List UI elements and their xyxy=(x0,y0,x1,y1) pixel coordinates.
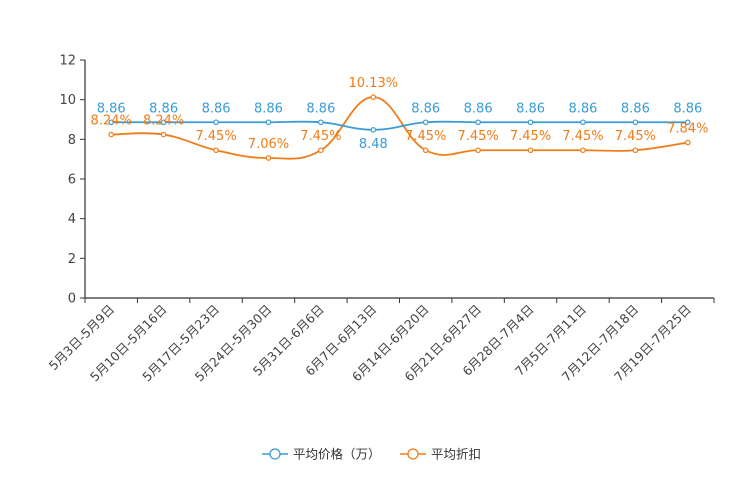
discount-point xyxy=(108,131,115,138)
price-point xyxy=(475,119,481,126)
price-data-label: 8.86 xyxy=(306,101,335,116)
discount-point xyxy=(527,147,534,154)
price-data-label: 8.86 xyxy=(516,101,545,116)
discount-point xyxy=(160,131,167,138)
price-point xyxy=(318,119,324,126)
discount-data-label: 7.45% xyxy=(195,129,236,144)
discount-data-label: 7.45% xyxy=(457,129,498,144)
y-tick-label: 10 xyxy=(59,93,76,108)
y-tick-label: 8 xyxy=(68,133,76,148)
price-data-label: 8.86 xyxy=(464,101,493,116)
discount-data-label: 7.45% xyxy=(562,129,603,144)
price-point xyxy=(108,119,115,126)
price-series-line xyxy=(111,120,688,131)
price-point xyxy=(632,119,639,126)
discount-data-label: 8.24% xyxy=(143,114,184,129)
price-point xyxy=(684,119,691,126)
price-data-label: 8.86 xyxy=(673,101,702,116)
price-point xyxy=(370,127,377,133)
price-point xyxy=(580,119,586,126)
price-data-label: 8.86 xyxy=(411,101,440,116)
discount-point xyxy=(370,94,377,100)
y-tick-label: 4 xyxy=(68,212,76,227)
price-data-label: 8.86 xyxy=(621,101,650,116)
price-data-label: 8.86 xyxy=(254,101,283,116)
legend-discount-marker xyxy=(407,448,419,460)
discount-data-label: 7.45% xyxy=(510,129,551,144)
y-tick-label: 2 xyxy=(68,252,76,267)
discount-data-label: 7.06% xyxy=(248,137,289,152)
price-point xyxy=(160,119,167,126)
discount-point xyxy=(318,147,324,154)
discount-data-label: 7.45% xyxy=(405,129,446,144)
price-data-label: 8.86 xyxy=(568,101,597,116)
legend-price-label: 平均价格（万） xyxy=(293,447,381,462)
price-point xyxy=(265,119,272,126)
price-data-label: 8.86 xyxy=(149,101,178,116)
discount-series-line xyxy=(111,96,688,160)
discount-point xyxy=(422,147,429,154)
discount-point xyxy=(265,155,272,161)
discount-point xyxy=(475,147,481,154)
discount-point xyxy=(213,147,219,154)
price-point xyxy=(422,119,429,126)
price-data-label: 8.86 xyxy=(202,101,231,116)
discount-point xyxy=(580,147,586,154)
price-data-label: 8.86 xyxy=(97,101,126,116)
price-point xyxy=(527,119,534,126)
legend-price-marker xyxy=(269,448,281,460)
discount-data-label: 10.13% xyxy=(349,76,399,91)
legend-discount-label: 平均折扣 xyxy=(431,447,481,462)
price-data-label: 8.48 xyxy=(359,137,388,152)
discount-data-label: 7.84% xyxy=(667,122,708,137)
discount-data-label: 7.45% xyxy=(615,129,656,144)
y-tick-label: 12 xyxy=(59,54,76,69)
y-tick-label: 0 xyxy=(68,292,76,307)
discount-data-label: 8.24% xyxy=(91,114,132,129)
discount-point xyxy=(684,139,691,146)
discount-data-label: 7.45% xyxy=(300,129,341,144)
discount-point xyxy=(632,147,639,154)
y-tick-label: 6 xyxy=(68,173,76,188)
price-point xyxy=(213,119,219,126)
